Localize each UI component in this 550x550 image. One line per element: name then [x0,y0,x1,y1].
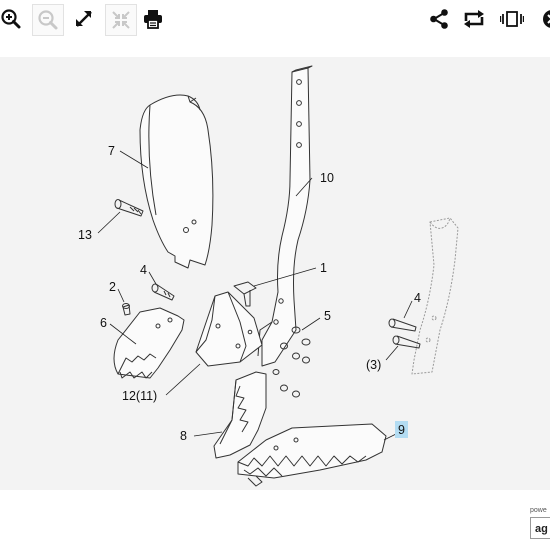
callout-13[interactable]: 13 [78,228,92,242]
powered-by-label: powe [530,507,547,514]
zoom-in-icon [1,9,21,29]
callout-10[interactable]: 10 [320,171,334,185]
zoom-in-button[interactable] [0,4,26,34]
callout-9-highlight [395,421,408,438]
part-5-nuts-washers[interactable] [272,326,311,398]
part-10-shank[interactable] [257,65,313,367]
callout-leaders [97,150,413,441]
part-9-main-share[interactable] [237,423,387,487]
zoom-out-icon [38,10,58,30]
share-button[interactable] [424,4,454,34]
exploded-parts-diagram: 7 10 13 1 4 2 6 5 4 (3) 12(11) 8 9 [78,65,459,487]
callout-7[interactable]: 7 [108,144,115,158]
part-13-bolt[interactable] [114,199,144,217]
part-12-bracket[interactable] [195,291,263,367]
callout-1[interactable]: 1 [320,261,327,275]
callout-12-11[interactable]: 12(11) [122,389,157,403]
part-1-plow-bolt[interactable] [233,281,257,307]
close-button[interactable] [534,4,550,34]
print-icon [144,10,162,29]
share-icon [430,9,448,29]
callout-4-right[interactable]: 4 [414,291,421,305]
callout-6[interactable]: 6 [100,316,107,330]
part-4-bolts-right[interactable] [388,318,421,349]
zoom-out-button[interactable] [32,4,64,36]
compare-icon [500,11,524,27]
callout-labels: 7 10 13 1 4 2 6 5 4 (3) 12(11) 8 9 [78,144,421,443]
fit-button[interactable] [105,4,137,36]
callout-2[interactable]: 2 [109,280,116,294]
expand-button[interactable] [69,4,99,34]
rotate-button[interactable] [459,4,489,34]
parts-diagram-canvas[interactable]: 7 10 13 1 4 2 6 5 4 (3) 12(11) 8 9 [0,57,550,490]
callout-4-left[interactable]: 4 [140,263,147,277]
viewer-toolbar [0,0,550,40]
fit-icon [112,11,130,29]
part-4-bolt-left[interactable] [151,283,175,301]
expand-icon [76,11,92,27]
callout-3[interactable]: (3) [366,358,381,372]
compare-button[interactable] [497,4,527,34]
part-7-shield-plate[interactable] [139,94,214,269]
brand-logo[interactable]: ag [530,517,550,539]
callout-5[interactable]: 5 [324,309,331,323]
part-6-wing-share[interactable] [113,307,185,379]
close-icon [543,10,550,28]
part-8-shin-knife[interactable] [213,371,267,459]
print-button[interactable] [138,4,168,34]
rotate-icon [464,10,484,28]
ghost-shank-outline [411,217,459,375]
callout-9[interactable]: 9 [398,423,405,437]
callout-8[interactable]: 8 [180,429,187,443]
part-2-bolt[interactable] [122,303,131,316]
